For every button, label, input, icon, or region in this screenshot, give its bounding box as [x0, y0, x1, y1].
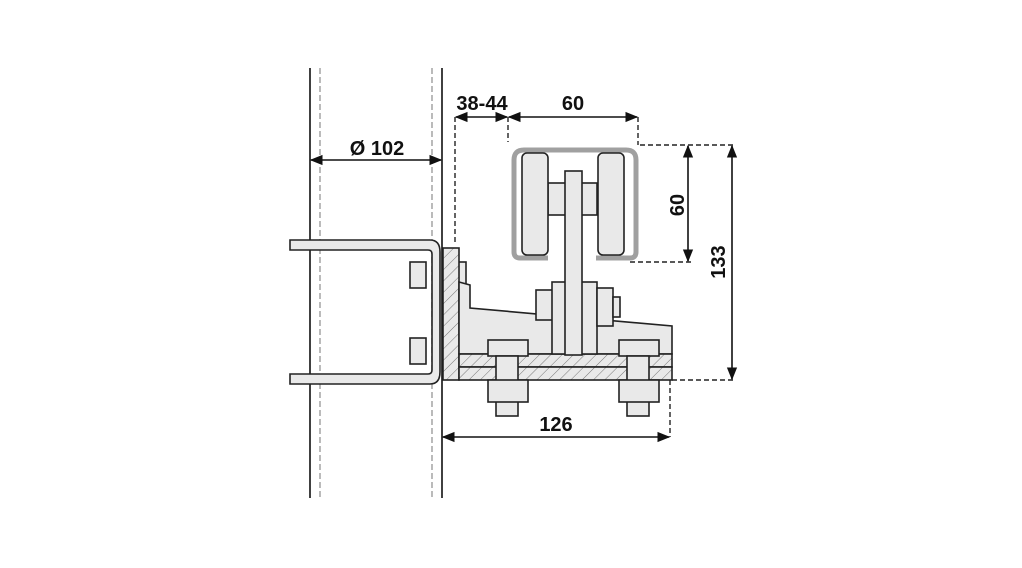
dim-label-post-diameter: Ø 102	[350, 138, 404, 160]
post	[309, 68, 443, 498]
dimension-rail-height: 60	[630, 144, 736, 263]
dimension-total-height: 133	[672, 144, 738, 381]
rail-channel	[511, 147, 639, 261]
dim-label-rail-height: 60	[667, 194, 689, 216]
dim-label-bracket-depth: 126	[539, 414, 572, 436]
dimension-offset: 38-44	[454, 93, 508, 245]
dim-label-rail-width: 60	[562, 93, 584, 115]
dimension-rail-width: 60	[507, 93, 639, 145]
dim-label-offset: 38-44	[456, 93, 508, 115]
dimension-bracket-depth: 126	[441, 380, 671, 443]
mounting-plate	[442, 247, 460, 381]
u-bolts	[289, 239, 467, 385]
base-bolts	[487, 339, 660, 417]
dimension-post-diameter: Ø 102	[309, 138, 443, 166]
dim-label-total-height: 133	[708, 245, 730, 278]
wheels	[521, 152, 625, 356]
